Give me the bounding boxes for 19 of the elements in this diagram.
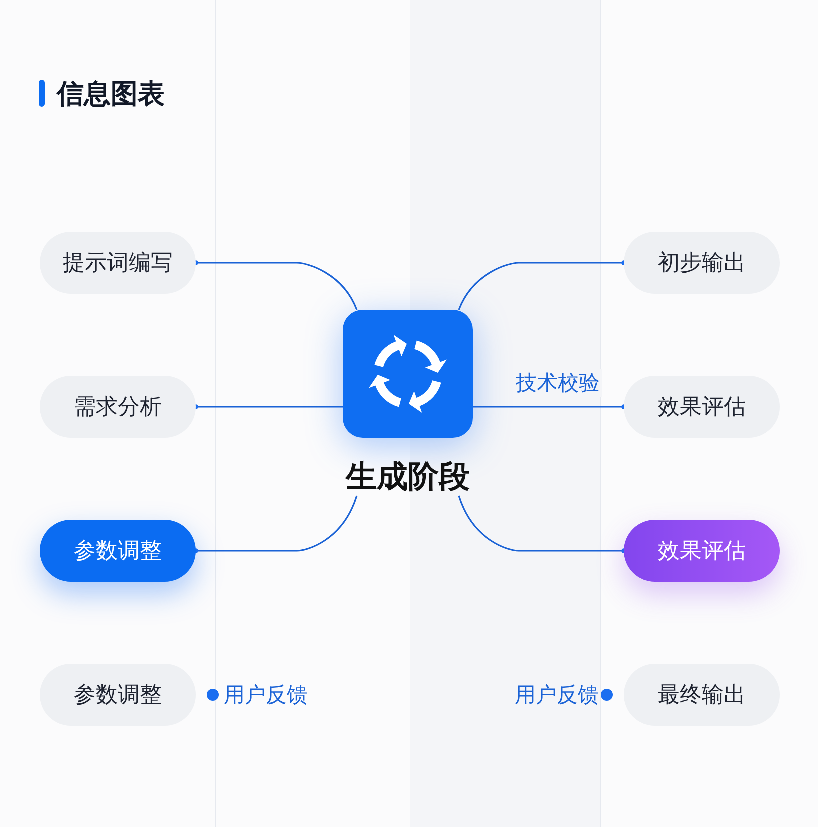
connector-line: [194, 260, 358, 310]
connector-line: [194, 404, 343, 410]
side-note: 用户反馈: [515, 682, 599, 709]
step-pill: 效果评估: [624, 520, 780, 582]
edge-label: 技术校验: [514, 369, 602, 397]
step-pill: 需求分析: [40, 376, 196, 438]
stage-title: 生成阶段: [344, 458, 471, 497]
step-pill: 提示词编写: [40, 232, 196, 294]
side-note: 用户反馈: [224, 682, 308, 709]
connector-line: [194, 496, 358, 554]
step-pill: 效果评估: [624, 376, 780, 438]
step-pill: 参数调整: [40, 664, 196, 726]
connector-line: [473, 404, 626, 410]
title: 信息图表: [57, 78, 165, 112]
step-pill: 最终输出: [624, 664, 780, 726]
step-pill: 初步输出: [624, 232, 780, 294]
step-pill: 参数调整: [40, 520, 196, 582]
connector-line: [458, 496, 626, 554]
connector-line: [458, 260, 626, 310]
